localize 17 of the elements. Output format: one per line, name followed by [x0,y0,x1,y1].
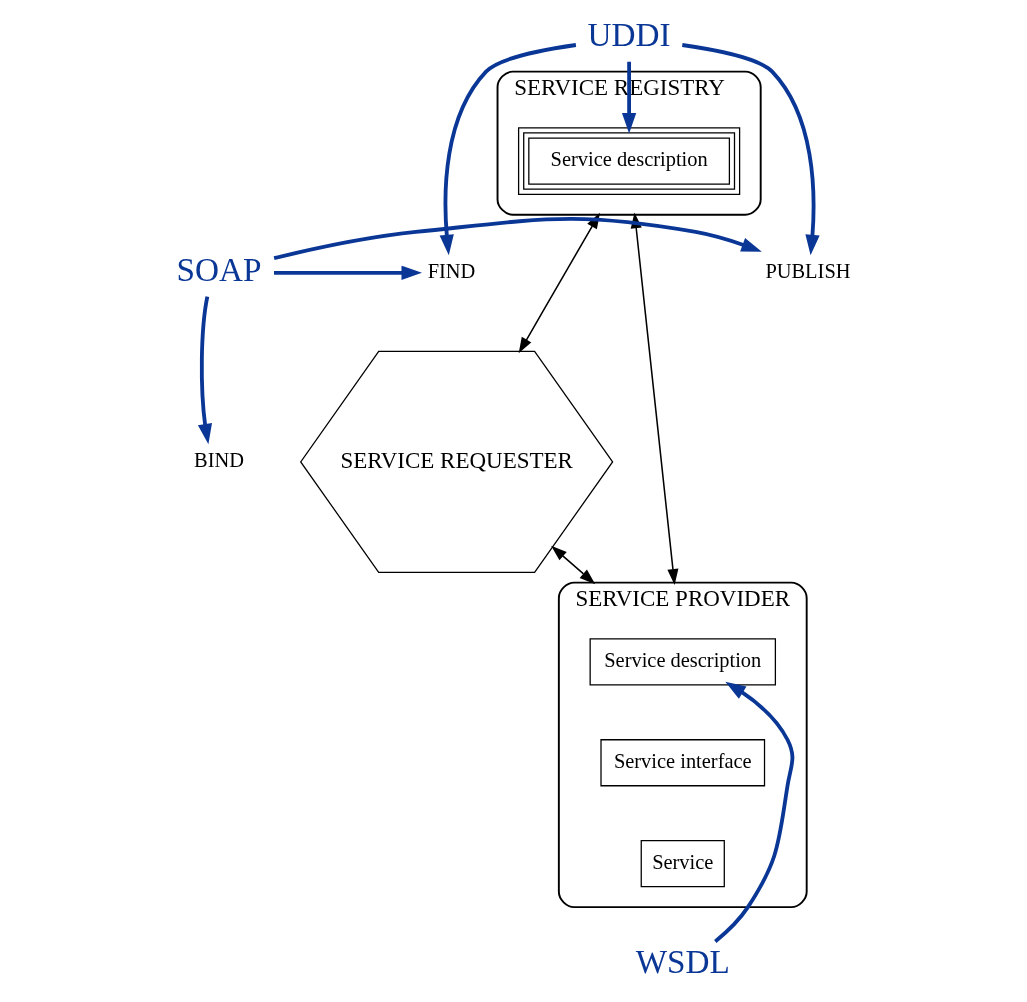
node-box: Service [640,839,725,887]
arrow [714,681,795,943]
node-text: WSDL [635,942,730,980]
node-text: SOAP [176,250,262,288]
arrow [439,42,577,255]
arrow [274,265,422,280]
node-text: BIND [194,448,244,471]
arrow [273,216,762,260]
arrow [197,295,213,444]
node-text: PUBLISH [765,259,851,282]
node-text: FIND [427,259,476,282]
node-box: Service interface [600,738,766,786]
node-box: Service description [589,637,776,685]
node-text: UDDI [587,15,671,53]
node-box: Service description [517,126,741,195]
arrow [682,42,820,255]
arrow [551,545,596,584]
